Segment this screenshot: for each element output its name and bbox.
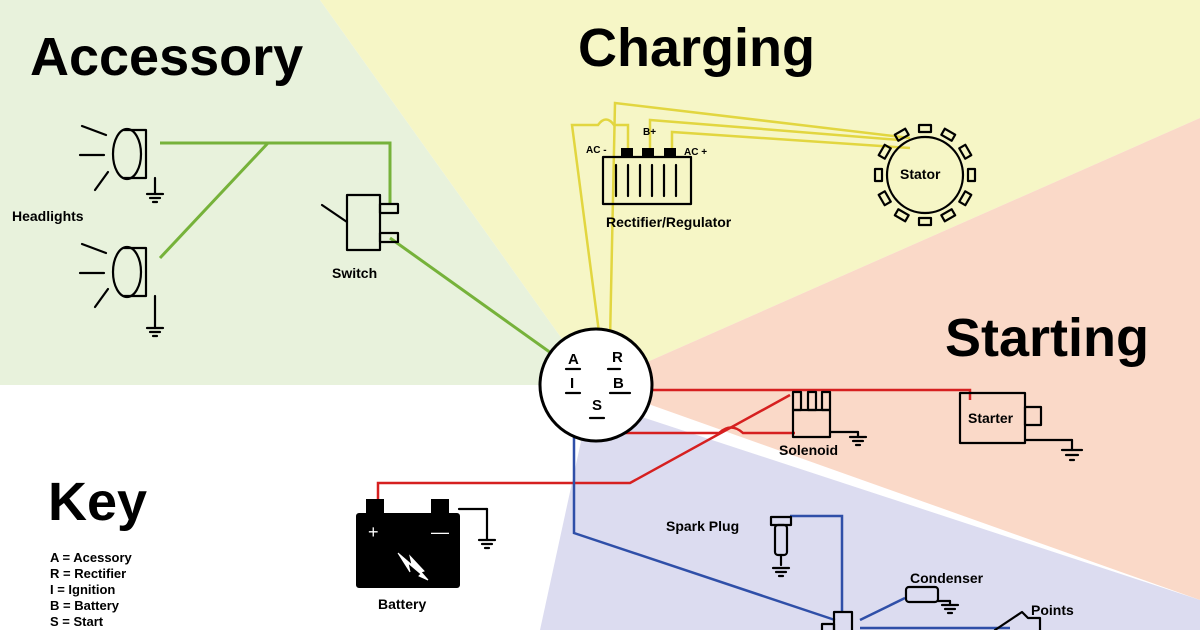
ignition-coil-icon: [820, 610, 854, 630]
starting-title: Starting: [945, 308, 1149, 368]
points-icon: [993, 610, 1042, 630]
switch-label: Switch: [332, 265, 377, 281]
stator-label: Stator: [900, 166, 941, 182]
spark-plug-label: Spark Plug: [666, 518, 739, 534]
rectifier-regulator-label: Rectifier/Regulator: [606, 214, 732, 230]
spark-plug-icon: [769, 515, 793, 578]
points-label: Points: [1031, 602, 1074, 618]
charging-zone: [320, 0, 1200, 385]
battery-minus-label: —: [431, 522, 449, 542]
key-title: Key: [48, 472, 147, 532]
legend-line-s: S = Start: [50, 614, 104, 629]
rectifier-regulator-icon: [601, 148, 693, 206]
terminal-a: A: [568, 351, 579, 368]
accessory-title: Accessory: [30, 27, 303, 87]
stator-icon: [873, 123, 977, 227]
ac-minus-label: AC -: [586, 145, 607, 156]
legend-line-i: I = Ignition: [50, 582, 115, 597]
legend-line-a: A = Acessory: [50, 550, 133, 565]
ac-plus-label: AC +: [684, 147, 707, 158]
b-plus-label: B+: [643, 127, 656, 138]
battery-plus-label: +: [368, 522, 379, 542]
headlight-top: [78, 124, 165, 204]
ignition-wires: [572, 393, 1010, 630]
solenoid-label: Solenoid: [779, 442, 838, 458]
headlight-bottom: [78, 242, 165, 338]
legend-line-r: R = Rectifier: [50, 566, 126, 581]
terminal-i: I: [570, 375, 574, 392]
starter-icon: [958, 391, 1084, 462]
accessory-zone: [0, 0, 595, 385]
starting-zone: [595, 118, 1200, 600]
solenoid-icon: [791, 390, 868, 447]
condenser-icon: [904, 585, 960, 615]
terminal-s: S: [592, 397, 602, 414]
starter-label: Starter: [968, 410, 1014, 426]
ignition-zone: [540, 400, 1200, 630]
accessory-wires: [158, 141, 566, 365]
ignition-switch-icon: [538, 327, 654, 443]
headlights-label: Headlights: [12, 208, 84, 224]
starting-wires: [376, 388, 972, 500]
battery-icon: [356, 499, 497, 588]
charging-title: Charging: [578, 18, 815, 78]
battery-label: Battery: [378, 596, 426, 612]
charging-wires: [570, 101, 911, 341]
legend-line-b: B = Battery: [50, 598, 120, 613]
switch-icon: [320, 193, 400, 252]
condenser-label: Condenser: [910, 570, 984, 586]
terminal-r: R: [612, 349, 623, 366]
key-legend: A = Acessory R = Rectifier I = Ignition …: [50, 550, 133, 629]
terminal-b: B: [613, 375, 624, 392]
